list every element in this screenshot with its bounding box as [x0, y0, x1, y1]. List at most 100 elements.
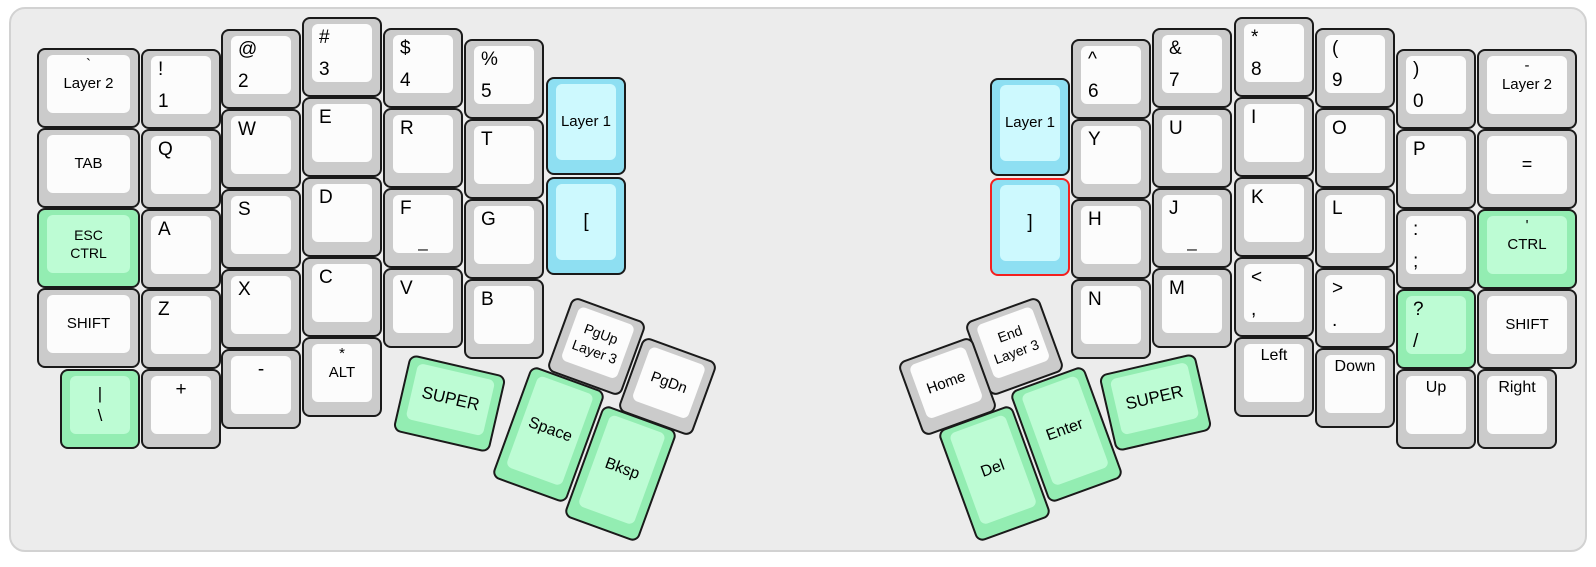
- key-quote-ctrl[interactable]: 'CTRL: [1477, 209, 1577, 289]
- key-dash-layer2[interactable]: -Layer 2: [1477, 49, 1577, 129]
- key-3[interactable]: #3: [302, 17, 382, 97]
- key-right-bracket[interactable]: ]: [990, 178, 1070, 276]
- key-minus-cap: -: [231, 356, 291, 414]
- key-p-cap: P: [1406, 136, 1466, 194]
- key-w[interactable]: W: [221, 109, 301, 189]
- key-1[interactable]: !1: [141, 49, 221, 129]
- key-n[interactable]: N: [1071, 279, 1151, 359]
- key-arrow-left-label: Left: [1260, 347, 1288, 364]
- key-layer1-left-label: Layer 1: [560, 113, 612, 131]
- key-backtick-layer2[interactable]: `Layer 2: [37, 48, 140, 128]
- key-5[interactable]: %5: [464, 39, 544, 119]
- key-2-label: 2: [238, 71, 249, 92]
- key-f[interactable]: F_: [383, 188, 463, 268]
- key-super-left-cap: SUPER: [405, 362, 496, 437]
- key-shift-left-label: SHIFT: [66, 315, 111, 333]
- key-period[interactable]: >.: [1315, 268, 1395, 348]
- key-arrow-left[interactable]: Left: [1234, 337, 1314, 417]
- key-plus[interactable]: +: [141, 369, 221, 449]
- key-n-label: N: [1088, 289, 1102, 310]
- key-layer1-right-label: Layer 1: [1004, 114, 1056, 132]
- key-p[interactable]: P: [1396, 129, 1476, 209]
- key-j[interactable]: J_: [1152, 188, 1232, 268]
- key-i[interactable]: I: [1234, 97, 1314, 177]
- key-layer1-left[interactable]: Layer 1: [546, 77, 626, 175]
- key-5-label: 5: [481, 81, 492, 102]
- key-2[interactable]: @2: [221, 29, 301, 109]
- key-z-cap: Z: [151, 296, 211, 354]
- key-minus[interactable]: -: [221, 349, 301, 429]
- key-shift-left[interactable]: SHIFT: [37, 288, 140, 368]
- key-shift-right[interactable]: SHIFT: [1477, 289, 1577, 369]
- key-v[interactable]: V: [383, 268, 463, 348]
- key-h[interactable]: H: [1071, 199, 1151, 279]
- key-f-label: F: [400, 198, 412, 219]
- key-6[interactable]: ^6: [1071, 39, 1151, 119]
- key-o[interactable]: O: [1315, 108, 1395, 188]
- key-4[interactable]: $4: [383, 28, 463, 108]
- key-semicolon-cap: :;: [1406, 216, 1466, 274]
- key-3-cap: #3: [312, 24, 372, 82]
- key-backtick-layer2-cap: `Layer 2: [47, 55, 130, 113]
- key-m[interactable]: M: [1152, 268, 1232, 348]
- key-arrow-left-cap: Left: [1244, 344, 1304, 402]
- key-k[interactable]: K: [1234, 177, 1314, 257]
- key-0[interactable]: )0: [1396, 49, 1476, 129]
- key-g[interactable]: G: [464, 199, 544, 279]
- key-z[interactable]: Z: [141, 289, 221, 369]
- key-0-cap: )0: [1406, 56, 1466, 114]
- key-r[interactable]: R: [383, 108, 463, 188]
- key-t[interactable]: T: [464, 119, 544, 199]
- key-8-cap: *8: [1244, 24, 1304, 82]
- key-comma[interactable]: <,: [1234, 257, 1314, 337]
- key-super-right-label: SUPER: [1123, 382, 1186, 414]
- key-dash-layer2-cap: -Layer 2: [1487, 56, 1567, 114]
- key-question-slash[interactable]: ?/: [1396, 289, 1476, 369]
- key-star-alt[interactable]: *ALT: [302, 337, 382, 417]
- key-b-label: B: [481, 289, 494, 310]
- key-plus-cap: +: [151, 376, 211, 434]
- key-s[interactable]: S: [221, 189, 301, 269]
- key-a[interactable]: A: [141, 209, 221, 289]
- key-star-alt-label: ALT: [328, 364, 356, 381]
- key-arrow-right[interactable]: Right: [1477, 369, 1557, 449]
- key-3-label: 3: [319, 59, 330, 80]
- key-6-cap: ^6: [1081, 46, 1141, 104]
- key-9[interactable]: (9: [1315, 28, 1395, 108]
- key-q[interactable]: Q: [141, 129, 221, 209]
- key-0-label: ): [1413, 59, 1420, 80]
- key-x[interactable]: X: [221, 269, 301, 349]
- key-left-bracket[interactable]: [: [546, 177, 626, 275]
- key-equals[interactable]: =: [1477, 129, 1577, 209]
- key-period-cap: >.: [1325, 275, 1385, 333]
- key-tab[interactable]: TAB: [37, 128, 140, 208]
- key-pgdn-label: PgDn: [648, 368, 690, 397]
- key-7[interactable]: &7: [1152, 28, 1232, 108]
- key-question-slash-cap: ?/: [1406, 296, 1466, 354]
- key-comma-label: <: [1251, 267, 1263, 288]
- key-d[interactable]: D: [302, 177, 382, 257]
- key-u[interactable]: U: [1152, 108, 1232, 188]
- key-b[interactable]: B: [464, 279, 544, 359]
- key-semicolon[interactable]: :;: [1396, 209, 1476, 289]
- key-c[interactable]: C: [302, 257, 382, 337]
- key-8-label: *: [1251, 27, 1259, 48]
- key-super-left-label: SUPER: [419, 383, 482, 415]
- key-e[interactable]: E: [302, 97, 382, 177]
- key-space-label: Space: [525, 414, 575, 446]
- key-layer1-right[interactable]: Layer 1: [990, 78, 1070, 176]
- key-pgdn-cap: PgDn: [631, 345, 707, 420]
- key-arrow-down[interactable]: Down: [1315, 348, 1395, 428]
- key-semicolon-label: ;: [1413, 251, 1419, 272]
- key-arrow-up[interactable]: Up: [1396, 369, 1476, 449]
- key-8[interactable]: *8: [1234, 17, 1314, 97]
- key-7-label: 7: [1169, 70, 1180, 91]
- key-y[interactable]: Y: [1071, 119, 1151, 199]
- key-pipe-backslash-cap: |\: [70, 376, 130, 434]
- key-i-label: I: [1251, 107, 1257, 128]
- key-l[interactable]: L: [1315, 188, 1395, 268]
- key-super-right-cap: SUPER: [1109, 361, 1200, 436]
- key-pipe-backslash[interactable]: |\: [60, 369, 140, 449]
